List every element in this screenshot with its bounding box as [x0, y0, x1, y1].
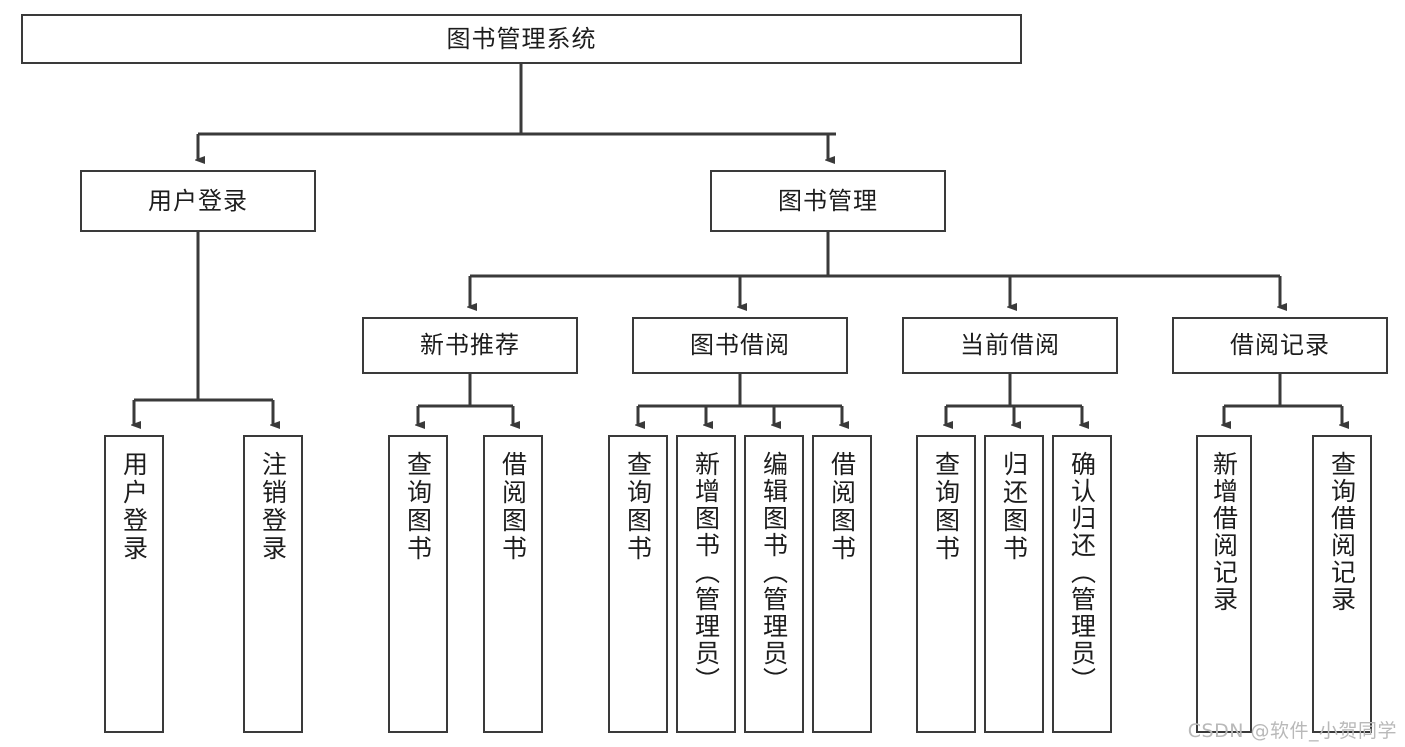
leaf-confirm-return-admin-label: 确认归还（管理员）: [1067, 451, 1097, 694]
leaf-query-book-borrow-label: 查询图书: [623, 451, 653, 563]
leaf-add-borrow-record-label: 新增借阅记录: [1209, 451, 1239, 613]
node-book-borrow[interactable]: 图书借阅: [632, 317, 848, 374]
leaf-user-login[interactable]: 用户登录: [104, 435, 164, 733]
watermark: CSDN @软件_小贺同学: [1187, 720, 1397, 742]
leaf-borrow-book-recommend[interactable]: 借阅图书: [483, 435, 543, 733]
node-book-management[interactable]: 图书管理: [710, 170, 946, 232]
leaf-return-book[interactable]: 归还图书: [984, 435, 1044, 733]
node-book-management-label: 图书管理: [778, 186, 878, 215]
leaf-borrow-book-recommend-label: 借阅图书: [498, 451, 528, 563]
node-current-borrow-label: 当前借阅: [960, 331, 1060, 360]
leaf-query-book-current-label: 查询图书: [931, 451, 961, 563]
leaf-query-borrow-record[interactable]: 查询借阅记录: [1312, 435, 1372, 733]
leaf-query-book-current[interactable]: 查询图书: [916, 435, 976, 733]
leaf-add-borrow-record[interactable]: 新增借阅记录: [1196, 435, 1252, 733]
node-root-label: 图书管理系统: [446, 24, 597, 53]
leaf-query-borrow-record-label: 查询借阅记录: [1327, 451, 1357, 613]
leaf-query-book-recommend[interactable]: 查询图书: [388, 435, 448, 733]
leaf-confirm-return-admin[interactable]: 确认归还（管理员）: [1052, 435, 1112, 733]
leaf-edit-book-admin[interactable]: 编辑图书（管理员）: [744, 435, 804, 733]
node-book-borrow-label: 图书借阅: [690, 331, 790, 360]
node-root[interactable]: 图书管理系统: [21, 14, 1022, 64]
leaf-return-book-label: 归还图书: [999, 451, 1029, 563]
node-user-login[interactable]: 用户登录: [80, 170, 316, 232]
node-new-book-recommend[interactable]: 新书推荐: [362, 317, 578, 374]
leaf-add-book-admin-label: 新增图书（管理员）: [691, 451, 721, 694]
node-borrow-record[interactable]: 借阅记录: [1172, 317, 1388, 374]
leaf-add-book-admin[interactable]: 新增图书（管理员）: [676, 435, 736, 733]
leaf-logout-label: 注销登录: [258, 451, 288, 563]
node-new-book-recommend-label: 新书推荐: [420, 331, 520, 360]
node-current-borrow[interactable]: 当前借阅: [902, 317, 1118, 374]
leaf-logout[interactable]: 注销登录: [243, 435, 303, 733]
leaf-query-book-borrow[interactable]: 查询图书: [608, 435, 668, 733]
leaf-edit-book-admin-label: 编辑图书（管理员）: [759, 451, 789, 694]
leaf-query-book-recommend-label: 查询图书: [403, 451, 433, 563]
node-borrow-record-label: 借阅记录: [1230, 331, 1330, 360]
leaf-borrow-book[interactable]: 借阅图书: [812, 435, 872, 733]
leaf-user-login-label: 用户登录: [119, 451, 149, 563]
leaf-borrow-book-label: 借阅图书: [827, 451, 857, 563]
node-user-login-label: 用户登录: [148, 186, 248, 215]
